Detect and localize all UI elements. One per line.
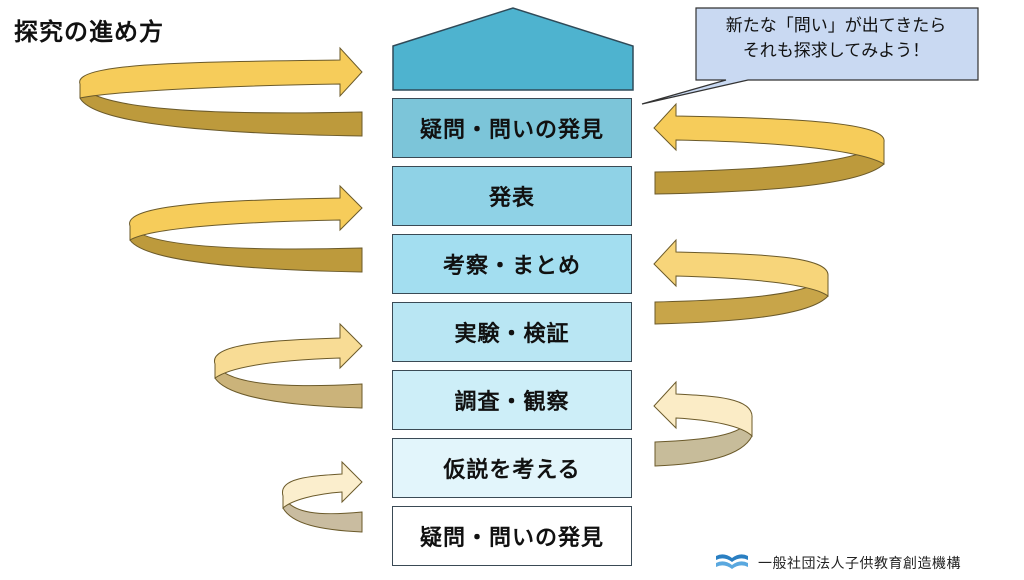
step-3-label: 考察・まとめ	[442, 254, 581, 279]
speech-callout	[641, 7, 979, 105]
callout-text: 新たな「問い」が出てきたら それも探求してみよう！	[697, 14, 975, 64]
spiral-arrow-left-3	[214, 322, 363, 409]
callout-line-1: 新たな「問い」が出てきたら	[725, 16, 947, 36]
step-5: 調査・観察	[392, 370, 632, 430]
spiral-arrow-right-2	[653, 238, 829, 325]
house-roof	[392, 7, 634, 91]
spiral-arrow-right-3	[653, 380, 753, 467]
spiral-arrow-left-1	[79, 46, 363, 137]
page-title: 探究の進め方	[14, 18, 164, 46]
step-3: 考察・まとめ	[392, 234, 632, 294]
step-1: 疑問・問いの発見	[392, 98, 632, 158]
step-6: 仮説を考える	[392, 438, 632, 498]
organization-name: 一般社団法人子供教育創造機構	[758, 556, 961, 572]
step-2-label: 発表	[488, 186, 535, 211]
step-6-label: 仮説を考える	[443, 458, 581, 483]
spiral-arrow-left-4	[282, 460, 363, 533]
step-7-label: 疑問・問いの発見	[419, 526, 604, 551]
step-1-label: 疑問・問いの発見	[419, 118, 604, 143]
step-2: 発表	[392, 166, 632, 226]
step-4-label: 実験・検証	[454, 322, 570, 347]
step-7: 疑問・問いの発見	[392, 506, 632, 566]
spiral-arrow-right-1	[653, 102, 885, 195]
spiral-arrow-left-2	[129, 184, 363, 273]
step-5-label: 調査・観察	[454, 390, 570, 415]
callout-line-2: それも探求してみよう！	[742, 41, 930, 61]
step-4: 実験・検証	[392, 302, 632, 362]
logo-book-icon	[716, 554, 748, 569]
